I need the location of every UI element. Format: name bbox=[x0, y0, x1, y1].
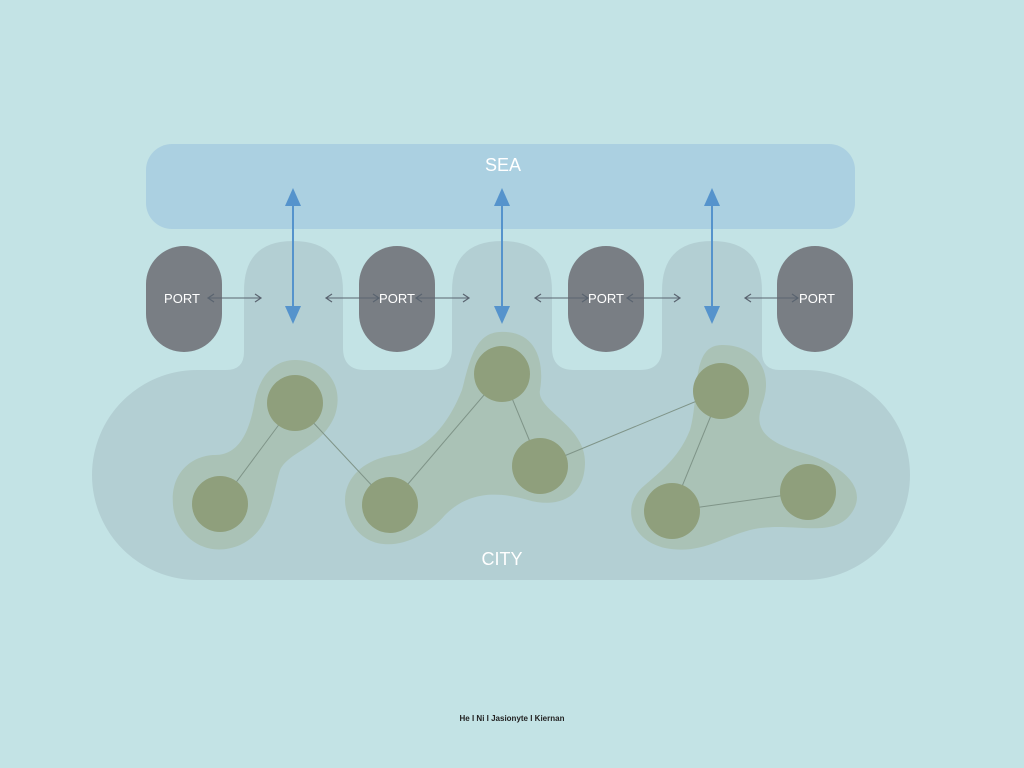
city-node bbox=[780, 464, 836, 520]
port-label: PORT bbox=[379, 291, 415, 306]
city-node bbox=[693, 363, 749, 419]
city-label: CITY bbox=[481, 549, 522, 569]
city-node bbox=[474, 346, 530, 402]
city-node bbox=[512, 438, 568, 494]
sea-label: SEA bbox=[485, 155, 521, 175]
port-4: PORT bbox=[777, 246, 853, 352]
port-label: PORT bbox=[164, 291, 200, 306]
port-1: PORT bbox=[146, 246, 222, 352]
port-3: PORT bbox=[568, 246, 644, 352]
port-label: PORT bbox=[588, 291, 624, 306]
city-node bbox=[267, 375, 323, 431]
node-link bbox=[539, 390, 722, 467]
city-node bbox=[192, 476, 248, 532]
city-node bbox=[362, 477, 418, 533]
port-label: PORT bbox=[799, 291, 835, 306]
sea-region bbox=[146, 144, 855, 229]
credits: He I Ni I Jasionyte I Kiernan bbox=[459, 714, 565, 723]
city-node bbox=[644, 483, 700, 539]
node-link bbox=[389, 373, 503, 506]
port-2: PORT bbox=[359, 246, 435, 352]
